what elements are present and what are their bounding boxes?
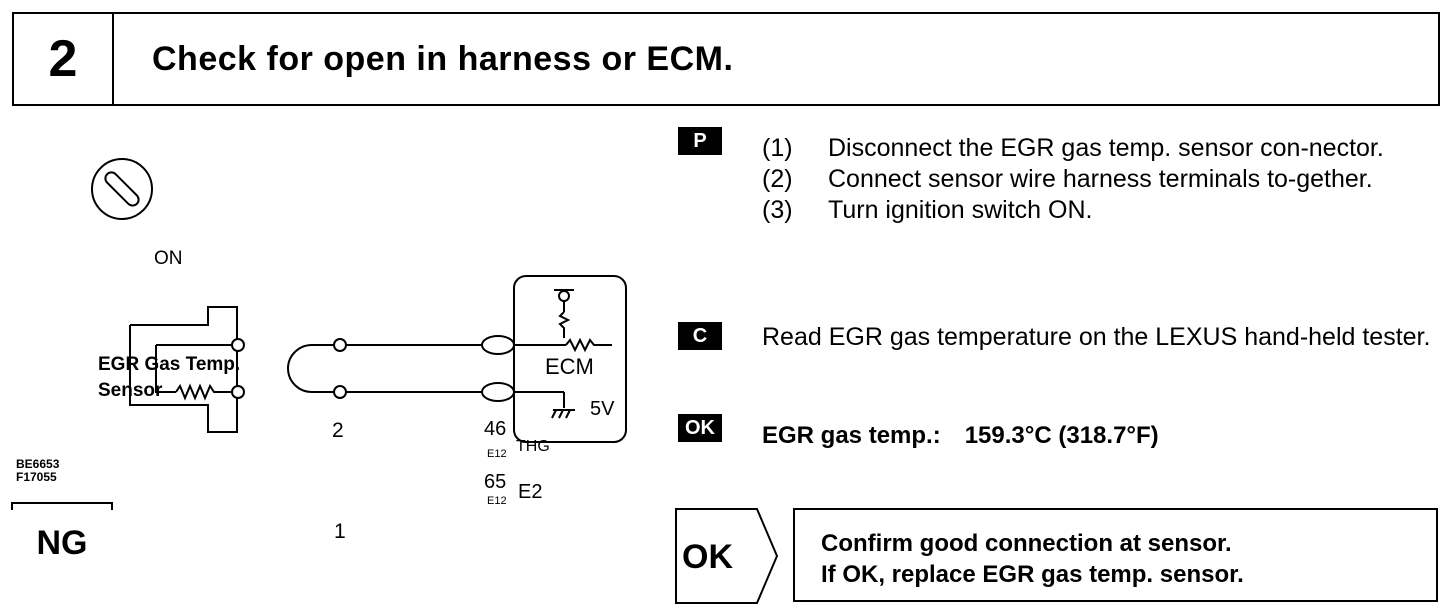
step-text: Turn ignition switch ON. [828,196,1093,224]
procedure-steps: (1) Disconnect the EGR gas temp. sensor … [762,133,1444,226]
e2-signal-label: E2 [518,481,543,503]
spec-line: EGR gas temp.: 159.3°C (318.7°F) [762,422,1159,450]
figure-code: BE6653 F17055 [16,458,59,484]
wiring-diagram: ON EGR Gas Temp. Sensor ECM 5V 2 1 46 E1… [0,110,660,543]
ecm-box [513,275,627,443]
sensor-label-line2: Sensor [98,380,163,401]
procedure-step: (1) Disconnect the EGR gas temp. sensor … [762,133,1444,164]
prep-tag: P [678,127,722,155]
step-header: 2 Check for open in harness or ECM. [12,12,1440,106]
pin-46-label: 46 [484,418,507,440]
step-index: (3) [762,196,793,224]
step-text: Disconnect the EGR gas temp. sensor con-… [828,134,1384,162]
figure-code-line2: F17055 [16,470,57,484]
spec-value: 159.3°C (318.7°F) [964,422,1159,449]
figure-code-line1: BE6653 [16,457,60,471]
step-title: Check for open in harness or ECM. [152,40,734,78]
result-line1: Confirm good connection at sensor. [821,530,1232,557]
sensor-body-icon [129,306,245,433]
pin-65-connector: E12 [487,495,507,507]
check-tag: C [678,322,722,350]
wire-1-label: 1 [334,520,346,543]
procedure-step: (2) Connect sensor wire harness terminal… [762,164,1444,195]
sensor-label-line1: EGR Gas Temp. [98,354,241,375]
thg-signal-label: THG [516,438,550,455]
step-number: 2 [14,14,114,104]
pin-65-label: 65 [484,471,507,493]
ecm-label: ECM [545,354,594,379]
step-text: Connect sensor wire harness terminals to… [828,165,1373,193]
result-text: Confirm good connection at sensor. If OK… [821,528,1244,590]
ok-tag: OK [678,414,722,442]
wire-2-label: 2 [332,419,344,442]
harness-wires [287,335,515,402]
spec-label: EGR gas temp.: [762,422,941,449]
result-box: Confirm good connection at sensor. If OK… [793,508,1438,602]
ng-badge: NG [36,524,88,562]
check-instruction: Read EGR gas temperature on the LEXUS ha… [762,323,1431,351]
result-line2: If OK, replace EGR gas temp. sensor. [821,561,1244,588]
step-index: (2) [762,165,793,193]
procedure-step: (3) Turn ignition switch ON. [762,195,1444,226]
ok-badge: OK [682,538,733,576]
wiring-diagram-graphic [11,158,627,510]
ok-arrow-badge [675,508,779,604]
voltage-label: 5V [590,398,615,420]
step-index: (1) [762,134,793,162]
ignition-on-label: ON [154,248,183,269]
pin-46-connector: E12 [487,448,507,460]
ignition-switch-icon [91,158,153,220]
